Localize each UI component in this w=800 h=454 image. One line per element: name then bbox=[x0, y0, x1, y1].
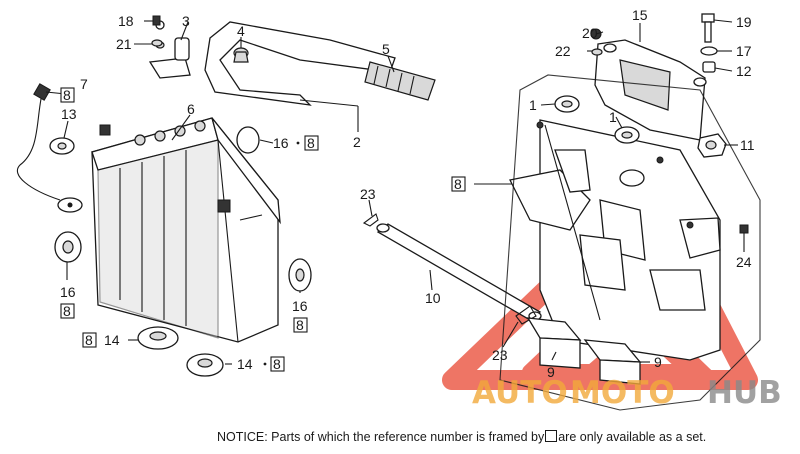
callout-8-cable: 8 bbox=[63, 87, 71, 103]
set-frames bbox=[60, 87, 466, 372]
callout-8-top: 8 bbox=[307, 135, 315, 151]
callout-labels: 18 3 21 4 7 8 13 6 5 2 16 8 16 8 16 8 8 … bbox=[60, 7, 755, 380]
callout-8-14b: 8 bbox=[273, 356, 281, 372]
right-hardware bbox=[554, 13, 749, 245]
callout-8-case: 8 bbox=[454, 176, 462, 192]
callout-16-top: 16 bbox=[273, 135, 289, 151]
notice-text: NOTICE: Parts of which the reference num… bbox=[217, 430, 792, 444]
callout-10: 10 bbox=[425, 290, 441, 306]
callout-2: 2 bbox=[353, 134, 361, 150]
bracket bbox=[148, 20, 191, 79]
callout-24: 24 bbox=[736, 254, 752, 270]
separator-dots bbox=[263, 141, 300, 366]
callout-13: 13 bbox=[61, 106, 77, 122]
callout-7: 7 bbox=[80, 76, 88, 92]
callout-12: 12 bbox=[736, 63, 752, 79]
callout-9-right: 9 bbox=[654, 354, 662, 370]
callout-16-right: 16 bbox=[292, 298, 308, 314]
notice-suffix: are only available as a set. bbox=[558, 430, 707, 444]
callout-14b: 14 bbox=[237, 356, 253, 372]
rubber-cushion-13 bbox=[49, 137, 75, 155]
callout-8-right: 8 bbox=[296, 317, 304, 333]
callout-6: 6 bbox=[187, 101, 195, 117]
callout-1-left: 1 bbox=[529, 97, 537, 113]
watermark-moto: MOTO bbox=[570, 375, 675, 411]
watermark-text: AUTO MOTO HUB bbox=[472, 375, 782, 411]
rubber-cushion-16 bbox=[54, 126, 312, 292]
callout-18: 18 bbox=[118, 13, 134, 29]
watermark-auto: AUTO bbox=[472, 375, 568, 411]
callout-21: 21 bbox=[116, 36, 132, 52]
callout-16-left: 16 bbox=[60, 284, 76, 300]
callout-3: 3 bbox=[182, 13, 190, 29]
watermark-hub: HUB bbox=[707, 375, 782, 411]
callout-23-top: 23 bbox=[360, 186, 376, 202]
cushion-9 bbox=[526, 317, 642, 385]
callout-17: 17 bbox=[736, 43, 752, 59]
frame-square-icon bbox=[545, 430, 558, 442]
callout-5: 5 bbox=[382, 41, 390, 57]
battery-case bbox=[509, 119, 721, 361]
leader-lines bbox=[45, 19, 761, 411]
rubber-mount-14 bbox=[137, 326, 224, 377]
callout-20: 20 bbox=[582, 25, 598, 41]
battery bbox=[91, 117, 281, 343]
callout-14a: 14 bbox=[104, 332, 120, 348]
callout-15: 15 bbox=[632, 7, 648, 23]
callout-22: 22 bbox=[555, 43, 571, 59]
callout-8-14a: 8 bbox=[85, 332, 93, 348]
callout-9-left: 9 bbox=[547, 364, 555, 380]
callout-4: 4 bbox=[237, 23, 245, 39]
callout-1-right: 1 bbox=[609, 109, 617, 125]
callout-8-left: 8 bbox=[63, 303, 71, 319]
bracket-15 bbox=[594, 39, 707, 141]
callout-19: 19 bbox=[736, 14, 752, 30]
notice-prefix: NOTICE: Parts of which the reference num… bbox=[217, 430, 545, 444]
callout-11: 11 bbox=[740, 137, 755, 153]
battery-cable bbox=[17, 83, 83, 213]
small-hardware bbox=[151, 15, 249, 63]
callout-23-bottom: 23 bbox=[492, 347, 508, 363]
pipe bbox=[362, 213, 542, 325]
